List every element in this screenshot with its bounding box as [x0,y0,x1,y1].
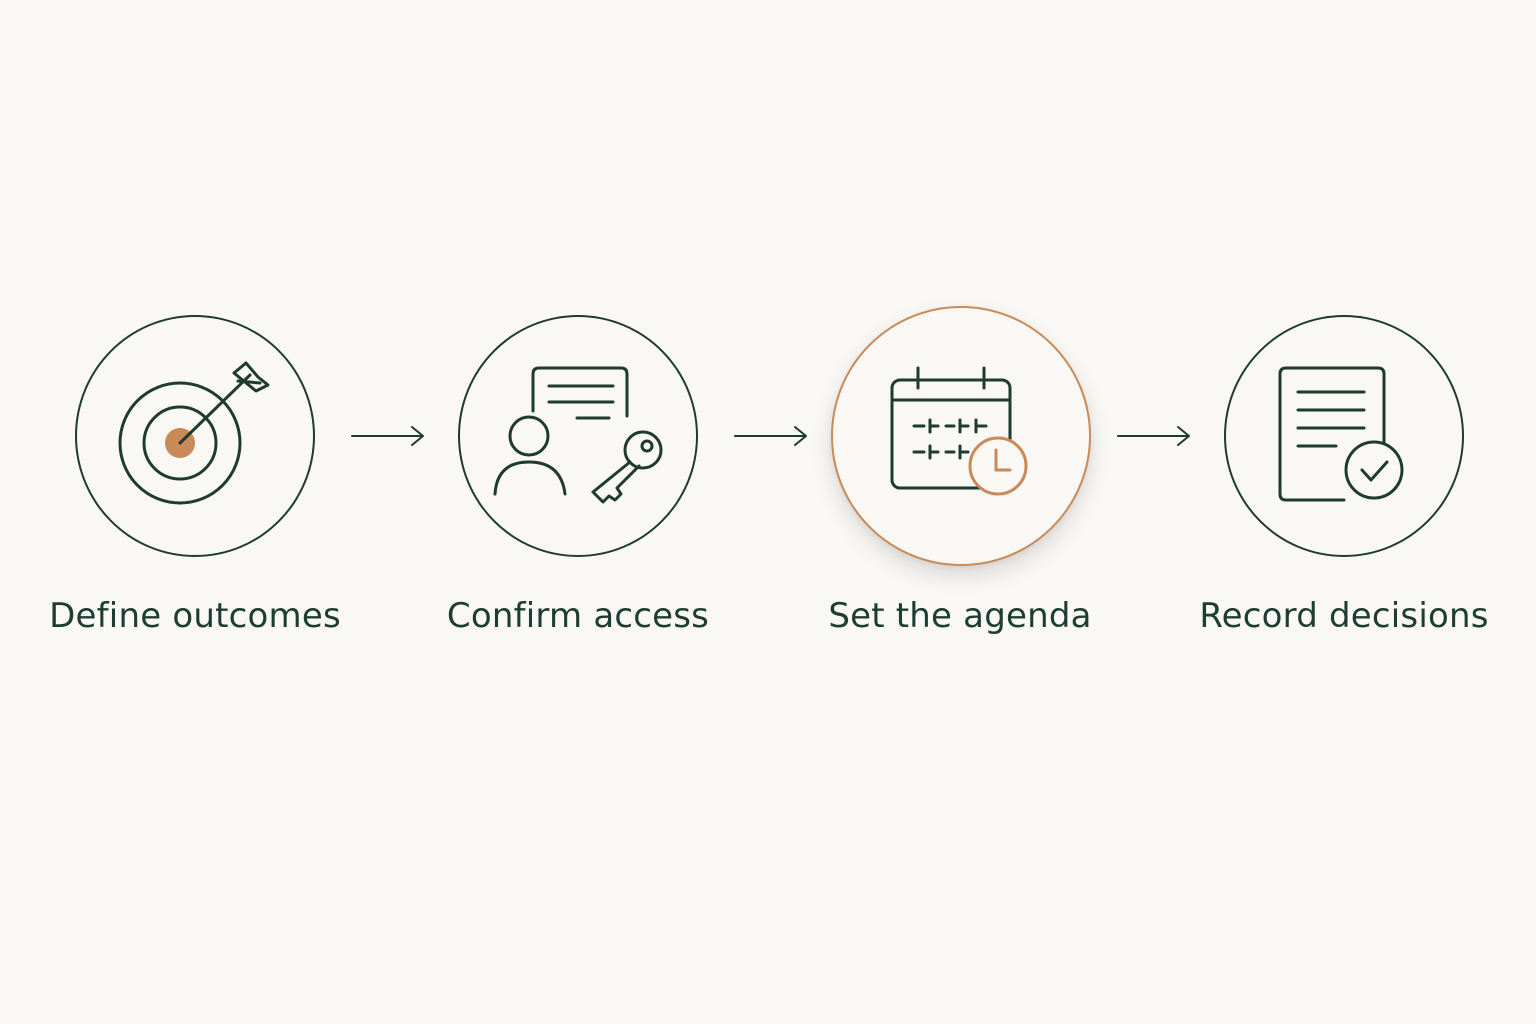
arrow-right-icon [734,426,807,446]
step-4-label: Record decisions [1199,596,1489,636]
arrow-right-icon [1117,426,1190,446]
arrow-right-icon [351,426,424,446]
calendar-clock-icon [890,366,1028,496]
step-3-circle [831,306,1091,566]
document-check-icon [1278,366,1404,502]
step-3-label: Set the agenda [828,596,1092,636]
target-arrow-icon [118,361,270,505]
step-2-circle [458,315,698,557]
step-4-circle [1224,315,1464,557]
step-2-label: Confirm access [446,596,710,636]
step-1-circle [75,315,315,557]
step-1-label: Define outcomes [49,596,341,636]
user-key-icon [493,366,663,504]
